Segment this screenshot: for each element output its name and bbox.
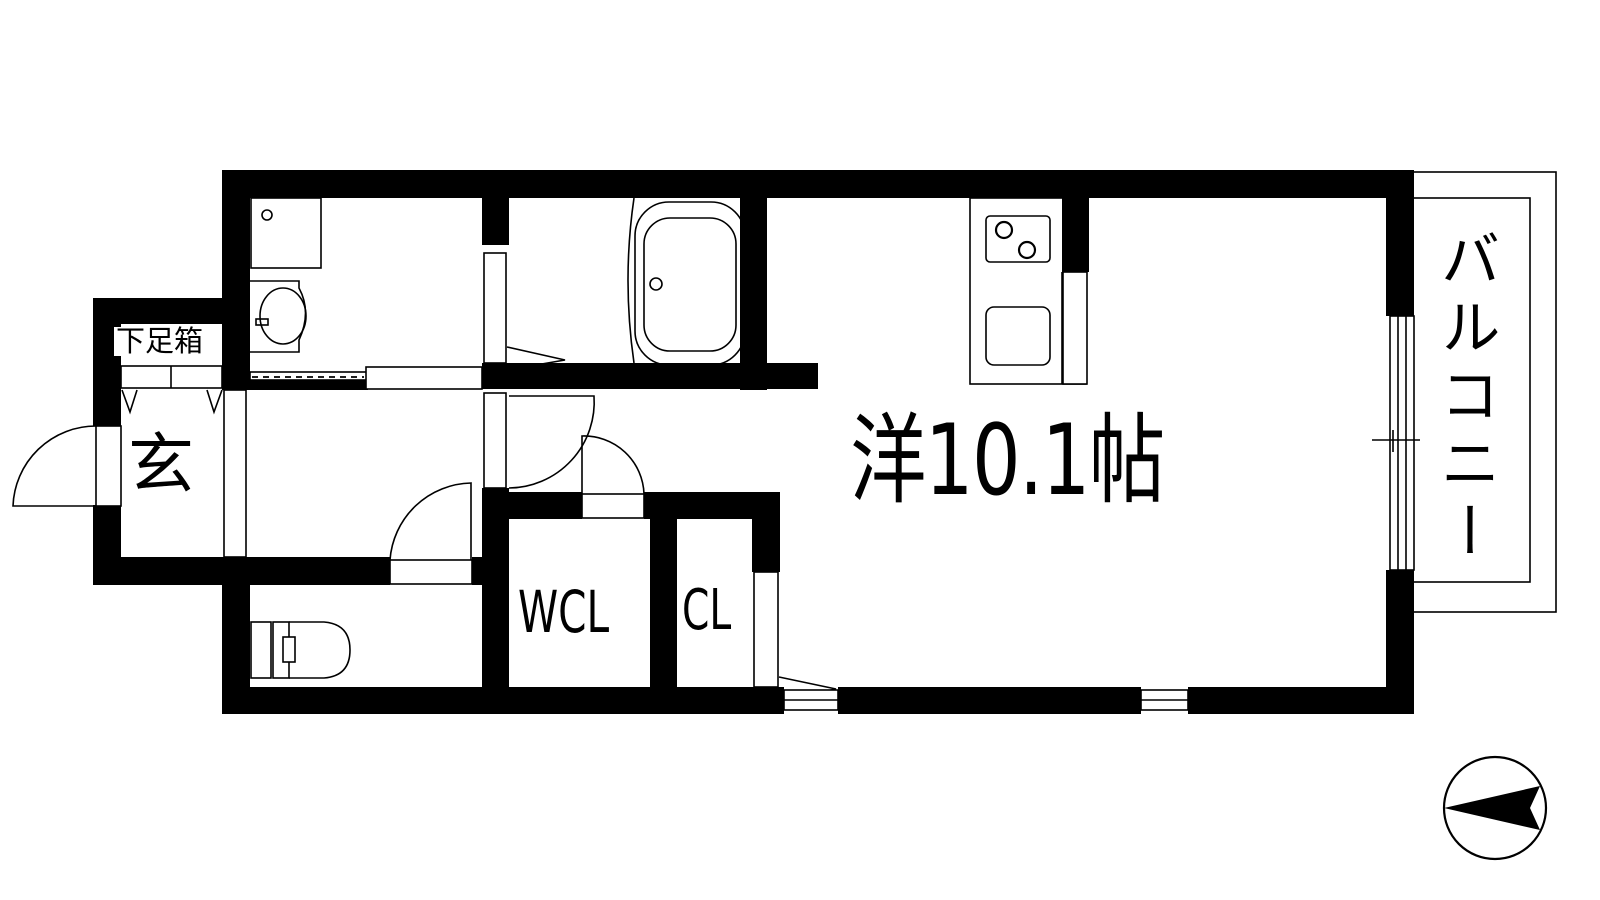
toilet-icon	[250, 621, 351, 679]
balcony-sliding-window	[1372, 315, 1420, 571]
bathtub	[627, 197, 746, 366]
washbasin	[250, 280, 307, 353]
toilet-door	[389, 482, 473, 585]
bath-folding-door	[483, 252, 566, 371]
main-room-door	[483, 392, 595, 489]
balcony-label: バルコニー	[1430, 228, 1500, 568]
interior-walls	[222, 170, 1089, 714]
sink-icon	[985, 306, 1051, 366]
window-bottom-right	[1140, 689, 1189, 711]
washroom-sliding-door	[249, 366, 483, 390]
shoe-cabinet-label: 下足箱	[114, 324, 206, 358]
compass-icon	[1442, 755, 1548, 861]
entrance-step	[223, 389, 247, 558]
washing-machine-pan	[250, 197, 322, 269]
stove-icon	[985, 215, 1051, 263]
closet-label: CL	[682, 578, 732, 643]
entrance-label: 玄	[128, 426, 194, 503]
wcl-door	[581, 435, 645, 519]
kitchen-counter	[969, 197, 1088, 385]
walk-in-closet-label: WCL	[518, 578, 610, 646]
entrance-door	[12, 425, 122, 507]
shoe-cabinet	[120, 365, 223, 415]
main-room-label: 洋10.1帖	[850, 404, 1165, 518]
closet-folding-door	[753, 571, 837, 701]
window-bottom-left	[783, 689, 839, 711]
